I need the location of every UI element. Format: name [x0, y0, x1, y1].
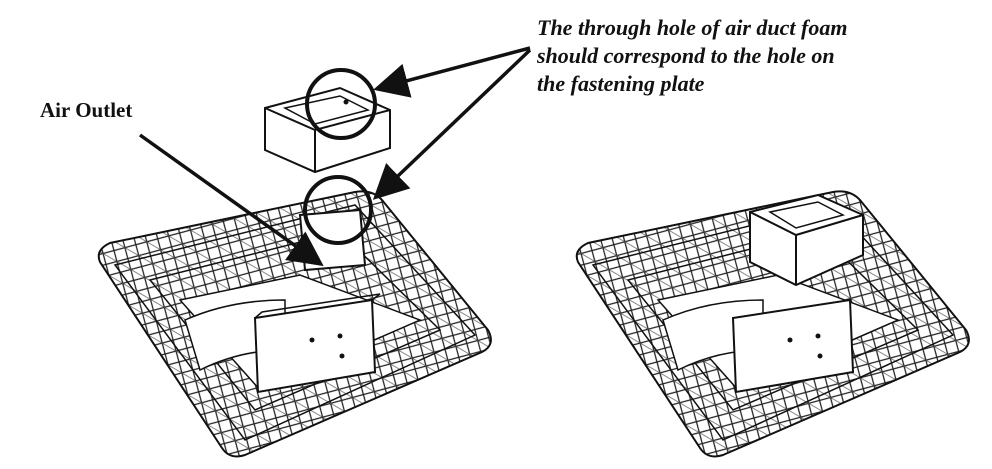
left-fastening-plate: [97, 190, 492, 458]
control-box: [253, 298, 377, 394]
note-line: the fastening plate: [537, 71, 705, 96]
note-line: The through hole of air duct foam: [537, 15, 848, 40]
plate-hole-highlight: [303, 175, 373, 245]
air-outlet-label: Air Outlet: [40, 98, 133, 122]
foam-hole-highlight: [305, 68, 377, 140]
arrow-to-plate-hole: [372, 48, 532, 200]
note-line: should correspond to the hole on: [537, 43, 835, 68]
foam-alignment-note: The through hole of air duct foam should…: [537, 14, 847, 98]
arrow-to-air-outlet: [138, 133, 324, 267]
right-assembled-plate: [575, 190, 970, 458]
air-duct-foam: [264, 86, 391, 174]
arrow-to-foam-hole: [373, 46, 531, 98]
